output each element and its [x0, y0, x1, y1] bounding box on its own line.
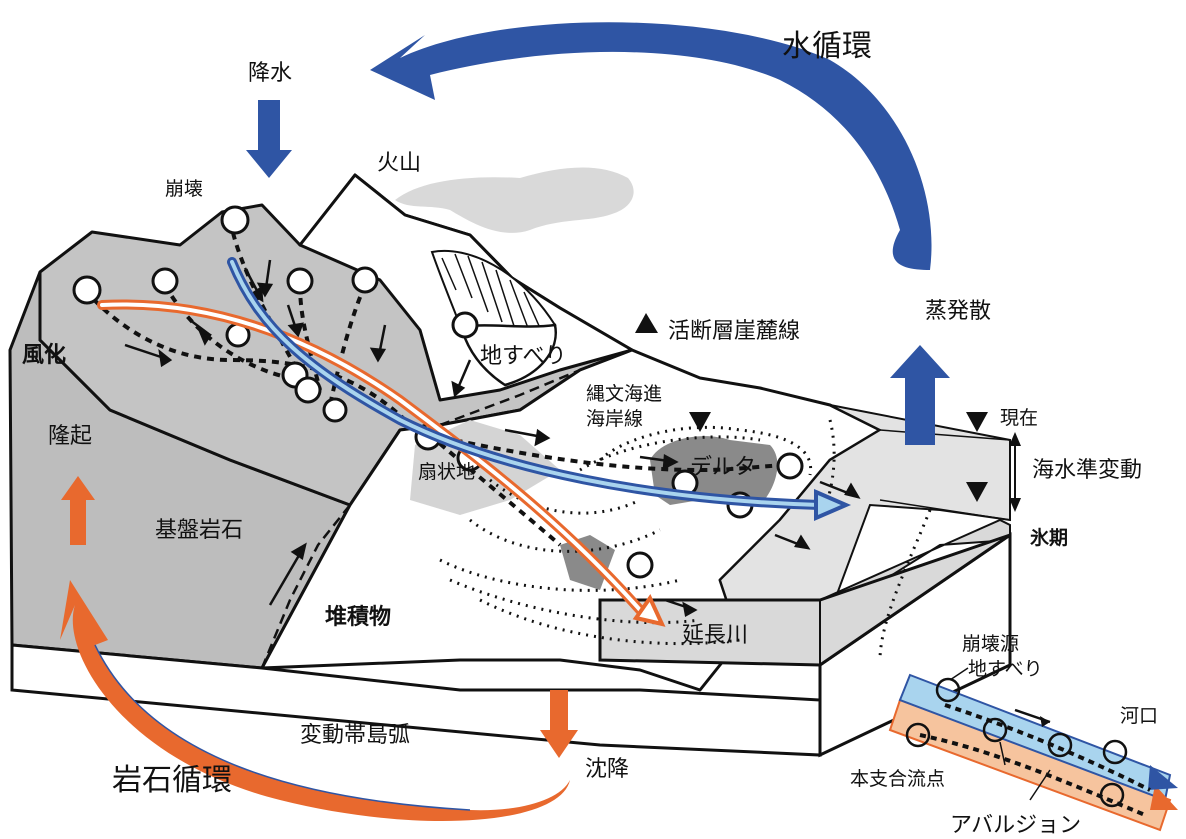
- label-extended-river: 延長川: [682, 623, 748, 648]
- label-evapotranspiration: 蒸発散: [925, 299, 991, 324]
- label-bedrock: 基盤岩石: [155, 518, 243, 543]
- label-mobile-belt: 変動帯島弧: [300, 723, 410, 748]
- jomon-coastline-marker: [689, 412, 711, 432]
- label-delta: デルタ: [690, 455, 756, 480]
- active-fault-marker: [635, 313, 658, 333]
- orange-river-path-inner: [100, 302, 642, 612]
- label-precipitation: 降水: [248, 61, 292, 86]
- uplift-arrow: [61, 476, 95, 545]
- label-weathering: 風化: [22, 342, 66, 368]
- precipitation-arrow: [246, 100, 292, 178]
- glacial-sea-level: [879, 499, 1011, 521]
- volcanic-plume: [395, 167, 634, 233]
- extended-river-area: [560, 535, 615, 590]
- inset-dotted-channel-2: [919, 733, 1146, 817]
- inset-blue-arrowhead: [1148, 765, 1178, 790]
- inset-circles: [905, 677, 1128, 808]
- dotted-contours: [439, 419, 932, 661]
- label-jomon-line1: 縄文海進: [586, 383, 662, 405]
- label-volcano: 火山: [377, 151, 421, 176]
- label-confluence: 本支合流点: [850, 768, 945, 790]
- label-sediment: 堆積物: [325, 604, 391, 630]
- present-marker: [966, 412, 988, 432]
- landslide-lobe: [460, 323, 558, 387]
- inset-orange-arrowhead: [1150, 785, 1178, 810]
- present-sea-level: [879, 429, 1011, 441]
- label-jomon-line2: 海岸線: [586, 408, 643, 430]
- fault-dashed-2: [439, 348, 633, 427]
- label-sea-level-change: 海水準変動: [1032, 458, 1142, 483]
- label-glacial: 氷期: [1030, 527, 1068, 549]
- sea-block-top-face: [598, 533, 1011, 667]
- label-uplift: 隆起: [48, 424, 92, 449]
- blue-river-arrowhead: [814, 488, 852, 522]
- fault-dashed: [260, 504, 351, 669]
- label-subsidence: 沈降: [585, 757, 629, 782]
- subsidence-arrow: [540, 690, 578, 758]
- orange-river-arrowhead: [632, 594, 666, 627]
- label-rock-cycle: 岩石循環: [112, 763, 232, 798]
- label-avulsion: アバルジョン: [950, 813, 1081, 838]
- evapotranspiration-arrow: [890, 345, 950, 445]
- label-collapse: 崩壊: [165, 178, 203, 200]
- label-water-cycle: 水循環: [782, 29, 872, 64]
- label-landslide: 地すべり: [480, 344, 566, 369]
- water-cycle-arrow: [370, 22, 932, 271]
- rock-cycle-arrow: [60, 580, 570, 822]
- inset-dotted-channel: [944, 703, 1151, 792]
- label-river-mouth: 河口: [1120, 705, 1158, 727]
- glacial-marker: [966, 482, 988, 502]
- label-collapse-source: 崩壊源: [962, 633, 1019, 655]
- label-alluvial-fan: 扇状地: [418, 461, 475, 483]
- label-landslide-inset: 地すべり: [968, 658, 1043, 680]
- blue-river-path-inner: [230, 260, 822, 507]
- label-active-fault: 活断層崖麓線: [668, 319, 800, 344]
- label-present: 現在: [1000, 407, 1038, 429]
- flow-arrows: [124, 259, 861, 617]
- landslide-hatching: [441, 253, 541, 329]
